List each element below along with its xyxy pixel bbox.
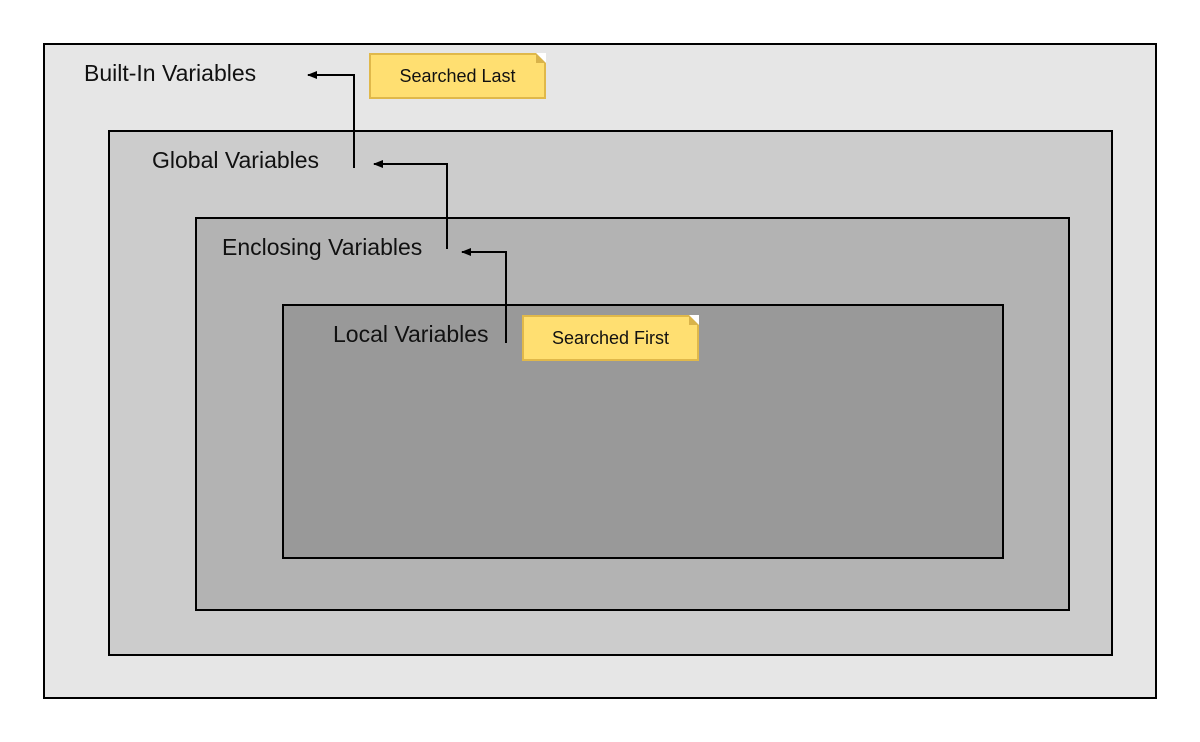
- local-scope-label: Local Variables: [333, 321, 489, 347]
- note-fold-icon: [689, 315, 699, 325]
- enclosing-scope-label: Enclosing Variables: [222, 234, 423, 260]
- searched-first-text: Searched First: [551, 327, 670, 348]
- note-fold-icon: [536, 53, 546, 63]
- searched-last-text: Searched Last: [399, 65, 516, 86]
- builtin-scope-label: Built-In Variables: [84, 60, 257, 86]
- global-scope-label: Global Variables: [152, 147, 320, 173]
- searched-last-note: Searched Last: [369, 53, 546, 99]
- searched-first-note: Searched First: [522, 315, 699, 361]
